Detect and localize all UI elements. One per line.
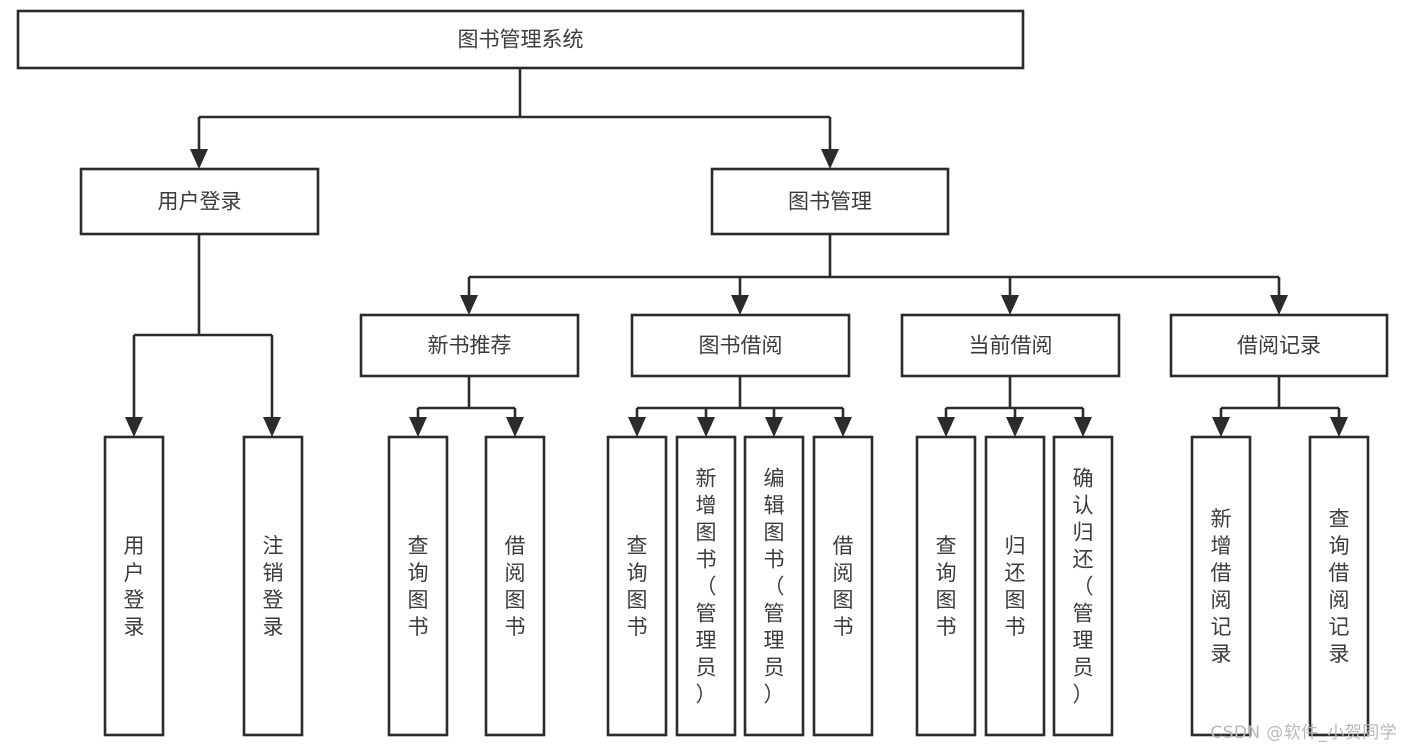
node-book-borrow[interactable]: 图书借阅	[630, 313, 851, 378]
node-label: 图书管理	[788, 190, 872, 214]
connector-root-to-manage	[821, 117, 839, 169]
connector-manage-to-current	[1001, 277, 1019, 315]
node-current-borrow[interactable]: 当前借阅	[900, 313, 1121, 378]
node-label: 查询图书	[936, 534, 957, 639]
node-leaf-cb-query[interactable]: 查询图书	[915, 435, 977, 737]
node-label: 新增图书（管理员）	[696, 467, 717, 707]
connector-cb-a1	[937, 408, 955, 437]
node-leaf-bb-edit[interactable]: 编辑图书（管理员）	[743, 435, 805, 737]
node-label: 新增借阅记录	[1211, 507, 1232, 666]
node-label: 查询图书	[408, 534, 429, 639]
node-label: 编辑图书（管理员）	[764, 467, 785, 707]
node-leaf-rec-query[interactable]: 查询图书	[387, 435, 449, 737]
connector-cb-a2	[1006, 408, 1024, 437]
node-label: 图书管理系统	[458, 28, 584, 52]
node-label: 查询借阅记录	[1329, 507, 1350, 666]
connector-manage-to-record	[1270, 277, 1288, 315]
node-leaf-br-query[interactable]: 查询借阅记录	[1308, 435, 1370, 737]
node-label: 借阅图书	[833, 534, 854, 639]
node-label: 图书借阅	[699, 334, 783, 358]
connector-manage-to-borrow	[731, 277, 749, 315]
node-leaf-rec-borrow[interactable]: 借阅图书	[484, 435, 546, 737]
node-leaf-br-add[interactable]: 新增借阅记录	[1190, 435, 1252, 737]
node-leaf-user-login[interactable]: 用户登录	[103, 435, 165, 737]
node-user-login[interactable]: 用户登录	[79, 167, 320, 236]
connector-manage-to-rec	[460, 277, 478, 315]
node-book-manage[interactable]: 图书管理	[710, 167, 950, 236]
node-new-book-rec[interactable]: 新书推荐	[359, 313, 580, 378]
connector-rec-a2	[506, 408, 524, 437]
node-label: 注销登录	[263, 534, 284, 639]
connector-bb-a2	[697, 408, 715, 437]
node-label: 新书推荐	[428, 334, 512, 358]
node-label: 归还图书	[1005, 534, 1026, 639]
nodes-layer: 图书管理系统用户登录图书管理新书推荐图书借阅当前借阅借阅记录用户登录注销登录查询…	[16, 9, 1389, 737]
connectors-layer	[125, 68, 1348, 437]
connector-br-a1	[1212, 408, 1230, 437]
node-leaf-bb-query[interactable]: 查询图书	[606, 435, 668, 737]
node-label: 用户登录	[124, 534, 145, 639]
node-root[interactable]: 图书管理系统	[16, 9, 1025, 70]
node-label: 查询图书	[627, 534, 648, 639]
node-label: 借阅图书	[505, 534, 526, 639]
connector-bb-a1	[628, 408, 646, 437]
connector-user-to-l2	[263, 335, 281, 437]
connector-br-a2	[1330, 408, 1348, 437]
connector-root-to-user	[190, 117, 208, 169]
connector-cb-a3	[1074, 408, 1092, 437]
node-leaf-bb-add[interactable]: 新增图书（管理员）	[675, 435, 737, 737]
connector-bb-a4	[834, 408, 852, 437]
node-label: 借阅记录	[1237, 334, 1321, 358]
connector-bb-a3	[765, 408, 783, 437]
node-leaf-cb-confirm[interactable]: 确认归还（管理员）	[1052, 435, 1114, 737]
node-borrow-record[interactable]: 借阅记录	[1169, 313, 1389, 378]
node-label: 确认归还（管理员）	[1073, 467, 1094, 707]
node-leaf-logout[interactable]: 注销登录	[242, 435, 304, 737]
connector-user-to-l1	[125, 335, 143, 437]
node-label: 用户登录	[158, 190, 242, 214]
connector-rec-a1	[409, 408, 427, 437]
node-label: 当前借阅	[969, 334, 1053, 358]
node-leaf-bb-borrow[interactable]: 借阅图书	[812, 435, 874, 737]
node-leaf-cb-return[interactable]: 归还图书	[984, 435, 1046, 737]
